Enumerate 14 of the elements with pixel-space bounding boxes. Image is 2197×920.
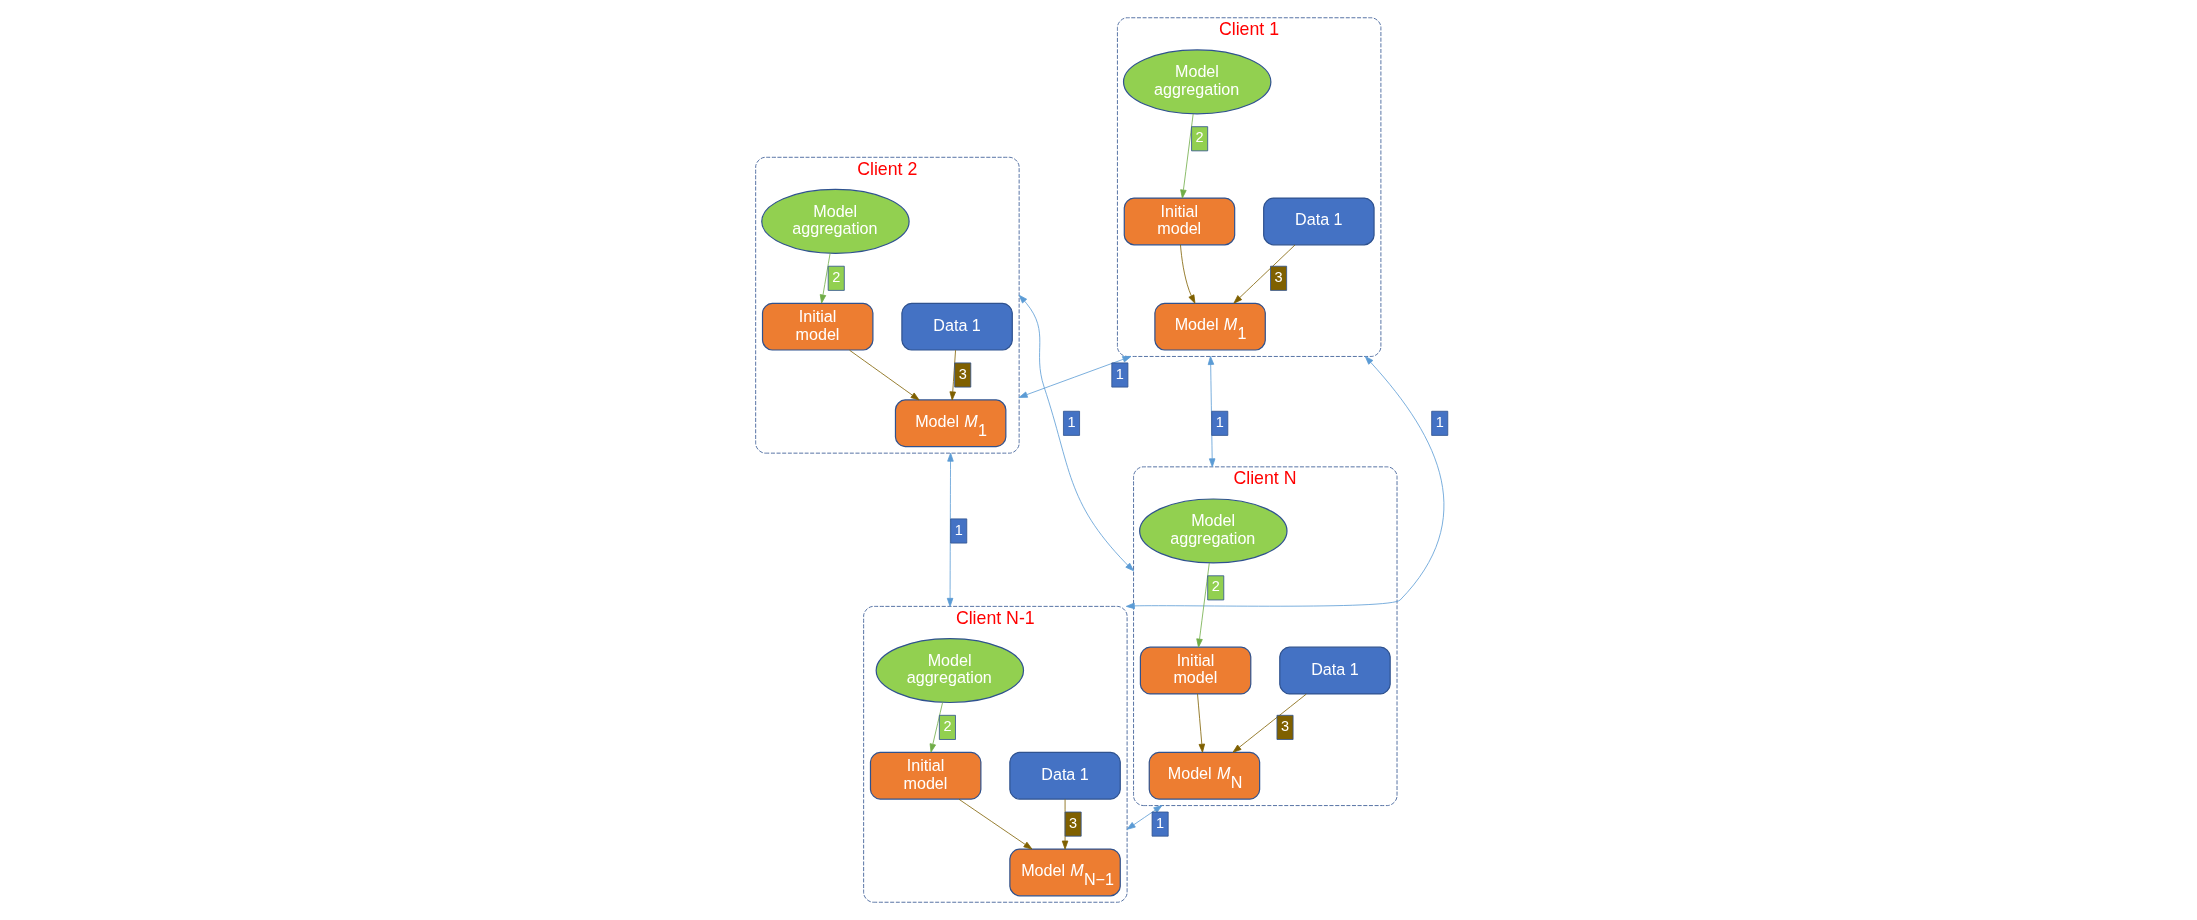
edge-label: 1 xyxy=(1435,413,1444,430)
edge-label: 3 xyxy=(1274,268,1283,285)
edge-label: 2 xyxy=(943,717,952,734)
edge-label: 2 xyxy=(1195,129,1204,146)
edge-label: 1 xyxy=(1156,814,1165,831)
edge-label: 1 xyxy=(954,521,963,538)
edge-label: 3 xyxy=(958,365,967,382)
edge-label: 3 xyxy=(1280,717,1290,734)
edge-label: 1 xyxy=(1215,413,1224,430)
edge-label: 1 xyxy=(1115,365,1124,382)
edge-label: 1 xyxy=(1067,413,1076,430)
edge-label: 2 xyxy=(1211,578,1220,595)
edge-label: 3 xyxy=(1069,814,1078,831)
edge-label: 2 xyxy=(832,268,841,285)
